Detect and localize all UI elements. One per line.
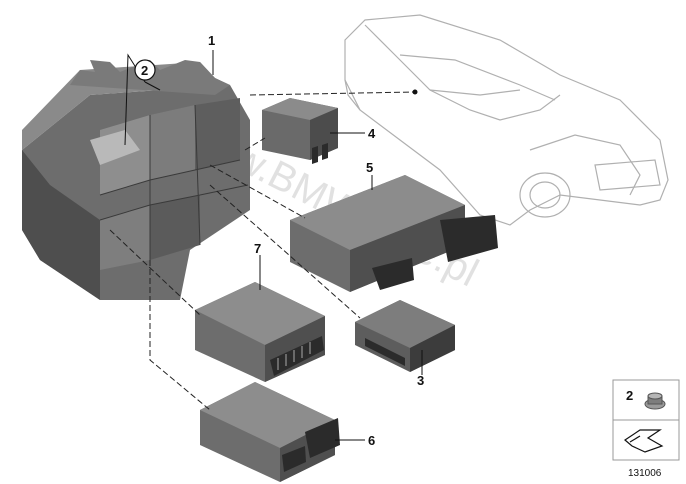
legend-box: 2	[612, 379, 680, 461]
diagram-number: 131006	[628, 468, 662, 479]
callout-3: 3	[417, 373, 424, 388]
control-unit-part-6	[200, 382, 340, 482]
control-unit-part-5	[290, 175, 498, 292]
callout-1: 1	[208, 33, 215, 48]
callout-7: 7	[254, 241, 261, 256]
callout-2-circle	[134, 59, 156, 81]
callout-4: 4	[368, 126, 376, 141]
callout-6: 6	[368, 433, 375, 448]
leader-lines	[109, 91, 416, 411]
legend-part-number: 2	[626, 388, 633, 403]
callout-2: 2	[141, 63, 148, 78]
relay-part-4	[262, 98, 338, 164]
anchor-dot	[412, 89, 418, 95]
control-unit-part-3	[355, 300, 455, 372]
callout-5: 5	[366, 160, 373, 175]
car-outline	[344, 14, 669, 226]
assembly-direction-icon	[624, 429, 664, 453]
relay-carrier-part-1	[22, 60, 250, 300]
nut-icon	[644, 392, 666, 410]
control-unit-part-7	[195, 282, 325, 382]
